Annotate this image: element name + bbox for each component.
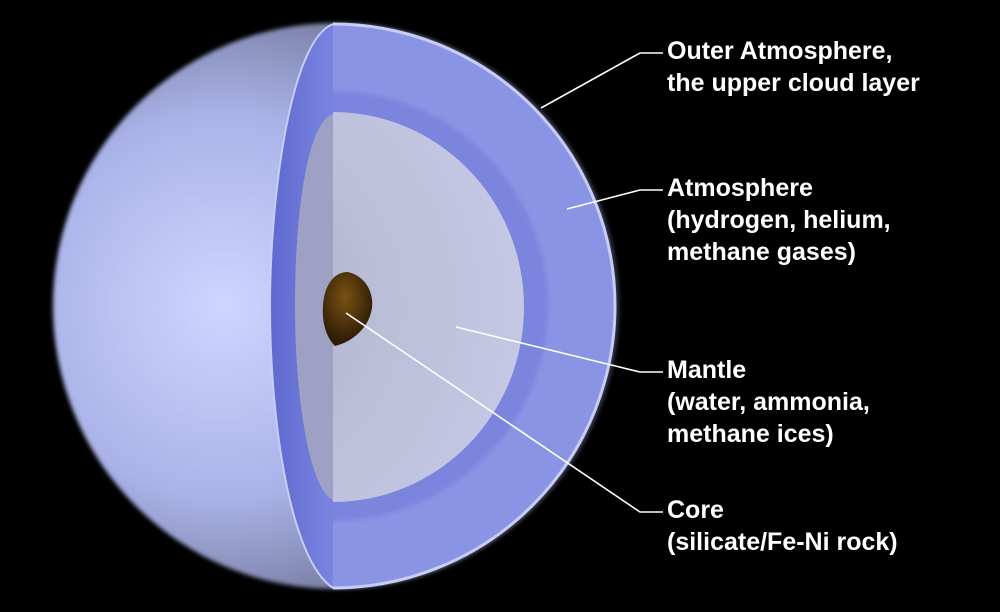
label-line: Mantle — [667, 356, 747, 384]
label-mantle: Mantle (water, ammonia, methane ices) — [667, 354, 870, 450]
label-line: methane ices) — [667, 420, 834, 448]
label-line: methane gases) — [667, 238, 856, 266]
label-line: Atmosphere — [667, 174, 813, 202]
label-atmosphere: Atmosphere (hydrogen, helium, methane ga… — [667, 172, 891, 268]
label-outer-atmosphere: Outer Atmosphere, the upper cloud layer — [667, 35, 920, 99]
label-line: (water, ammonia, — [667, 388, 870, 416]
label-line: Outer Atmosphere, — [667, 37, 893, 65]
label-line: Core — [667, 496, 724, 524]
label-core: Core (silicate/Fe-Ni rock) — [667, 494, 898, 558]
label-line: the upper cloud layer — [667, 69, 920, 97]
core-layer — [322, 272, 373, 346]
leader-lines — [345, 52, 663, 513]
label-line: (hydrogen, helium, — [667, 206, 891, 234]
label-line: (silicate/Fe-Ni rock) — [667, 528, 898, 556]
mantle-layer — [295, 112, 524, 502]
